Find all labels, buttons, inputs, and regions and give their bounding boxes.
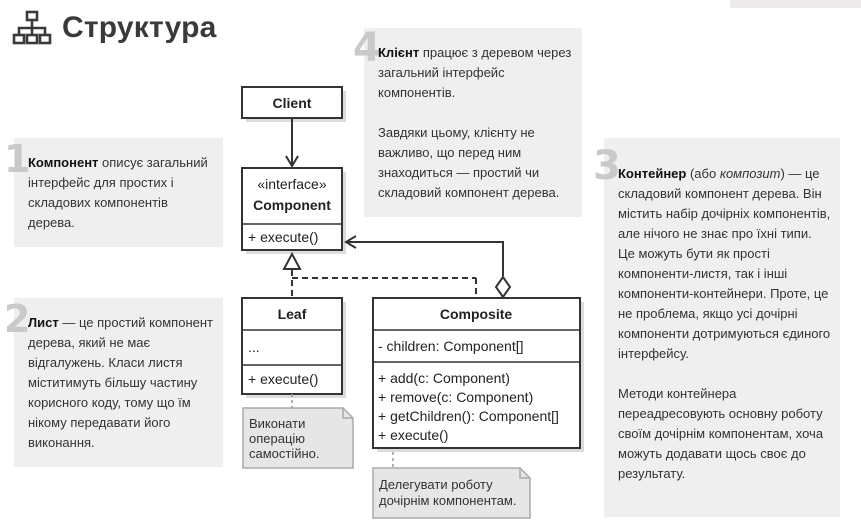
class-component: «interface» Component + execute() <box>241 167 346 254</box>
leaf-class-name: Leaf <box>278 306 307 322</box>
composite-note-line-1: Делегувати роботу <box>379 477 493 492</box>
note-component <box>14 138 223 247</box>
note-client-text: Клієнт працює з деревом через загальний … <box>378 43 576 203</box>
leaf-note-line-3: самостійно. <box>249 446 320 461</box>
class-composite: Composite - children: Component[] + add(… <box>372 297 584 452</box>
note-component-body: описує загальний інтерфейс для простих і… <box>28 155 208 230</box>
note-number-3: 3 <box>593 143 621 189</box>
note-number-4: 4 <box>353 25 381 71</box>
leaf-note-line-1: Виконати <box>249 416 305 431</box>
term-container: Контейнер <box>618 166 687 181</box>
leaf-note-line-2: операцію <box>249 431 305 446</box>
hierarchy-icon <box>12 10 52 45</box>
note-leaf-body: — це простий компонент дерева, який не м… <box>28 315 213 450</box>
aggregation-arrow <box>344 235 512 299</box>
note-leaf <box>14 298 223 467</box>
composite-note: Делегувати роботу дочірнім компонентам. <box>372 452 531 519</box>
note-container-text: Контейнер (або композит) — це складовий … <box>618 164 832 484</box>
note-client-body-2: Завдяки цьому, клієнту не важливо, що пе… <box>378 125 560 200</box>
association-arrow <box>285 118 299 168</box>
leaf-method: + execute() <box>248 371 318 387</box>
note-container-body-2: Методи контейнера переадресовують основн… <box>618 386 824 481</box>
note-client-body: працює з деревом через загальний інтерфе… <box>378 45 572 100</box>
composite-method-remove: + remove(c: Component) <box>378 389 533 405</box>
page-title: Структура <box>62 11 217 44</box>
leaf-field: ... <box>248 339 260 355</box>
term-leaf: Лист <box>28 315 59 330</box>
leaf-note: Виконати операцію самостійно. <box>242 394 354 469</box>
note-client <box>364 28 582 217</box>
note-container-body-a: (або <box>686 166 720 181</box>
page-header: Структура <box>12 8 217 48</box>
top-right-decor <box>730 0 861 8</box>
composite-note-line-2: дочірнім компонентам. <box>379 493 516 508</box>
note-component-text: Компонент описує загальний інтерфейс для… <box>28 153 214 233</box>
term-composite: композит <box>719 166 781 181</box>
component-class-name: Component <box>253 197 331 213</box>
class-client: Client <box>241 86 346 122</box>
note-number-1: 1 <box>4 137 31 181</box>
term-client: Клієнт <box>378 45 420 60</box>
class-leaf: Leaf ... + execute() <box>241 297 346 398</box>
component-method: + execute() <box>248 229 318 245</box>
composite-class-name: Composite <box>440 306 513 322</box>
term-component: Компонент <box>28 155 99 170</box>
component-stereotype: «interface» <box>257 176 326 192</box>
note-container <box>604 138 840 517</box>
composite-method-execute: + execute() <box>378 427 448 443</box>
note-number-2: 2 <box>4 297 31 341</box>
note-container-body-b: ) — це складовий компонент дерева. Він м… <box>618 166 831 361</box>
implementation-arrows <box>282 251 477 296</box>
note-leaf-text: Лист — це простий компонент дерева, який… <box>28 313 214 453</box>
client-class-name: Client <box>273 95 312 111</box>
composite-method-getchildren: + getChildren(): Component[] <box>378 408 559 424</box>
composite-method-add: + add(c: Component) <box>378 370 510 386</box>
composite-field: - children: Component[] <box>378 338 524 354</box>
